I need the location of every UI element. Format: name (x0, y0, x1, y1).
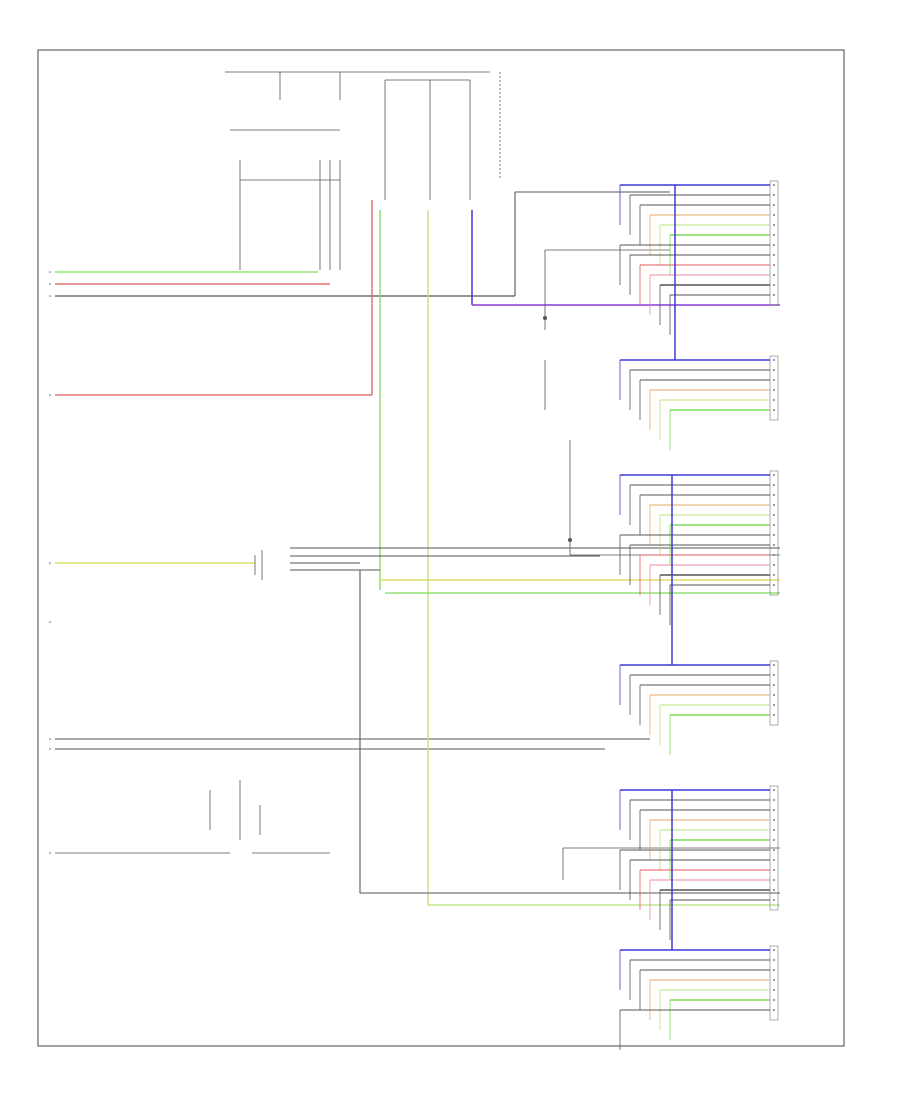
wire-end-dot (49, 394, 51, 396)
connector-pin (773, 474, 775, 476)
connector-pin (773, 514, 775, 516)
connector-pin (773, 584, 775, 586)
wire-end-dot (49, 562, 51, 564)
connector-pin (773, 989, 775, 991)
connector-pin (773, 254, 775, 256)
connector-pin (773, 484, 775, 486)
connector-pin (773, 789, 775, 791)
connector-pin (773, 959, 775, 961)
connector-pin (773, 399, 775, 401)
connector-pin (773, 274, 775, 276)
connector-housing (769, 180, 779, 306)
connector-block (619, 470, 779, 625)
left-wire-labels (49, 271, 51, 854)
connector-pin (773, 369, 775, 371)
connector-pin (773, 704, 775, 706)
connector-block (619, 945, 779, 1050)
wire-end-dot (49, 621, 51, 623)
connector-pin (773, 494, 775, 496)
connector-pin (773, 379, 775, 381)
connector-pin (773, 264, 775, 266)
connector-pin (773, 799, 775, 801)
connector-pin (773, 829, 775, 831)
diagram-frame (37, 49, 845, 1047)
connector-pin (773, 389, 775, 391)
connector-pin (773, 999, 775, 1001)
connector-pin (773, 819, 775, 821)
door-control-connectors (619, 180, 779, 1050)
connector-pin (773, 214, 775, 216)
wire-end-dot (49, 283, 51, 285)
connector-pin (773, 684, 775, 686)
connector-pin (773, 869, 775, 871)
connector-pin (773, 969, 775, 971)
connector-block (619, 785, 779, 940)
connector-pin (773, 194, 775, 196)
connector-pin (773, 544, 775, 546)
connector-housing (769, 470, 779, 596)
connector-pin (773, 564, 775, 566)
connector-pin (773, 574, 775, 576)
connector-pin (773, 234, 775, 236)
wire-end-dot (49, 852, 51, 854)
wire-end-dot (49, 271, 51, 273)
connector-pin (773, 184, 775, 186)
connector-pin (773, 504, 775, 506)
connector-pin (773, 714, 775, 716)
connector-pin (773, 809, 775, 811)
connector-pin (773, 224, 775, 226)
lower-switch (55, 780, 330, 854)
connector-pin (773, 889, 775, 891)
connector-pin (773, 879, 775, 881)
connector-pin (773, 849, 775, 851)
connector-pin (773, 524, 775, 526)
connector-housing (769, 785, 779, 911)
connector-pin (773, 859, 775, 861)
connector-pin (773, 409, 775, 411)
power-supply-section (225, 71, 501, 270)
connector-pin (773, 664, 775, 666)
connector-housing (769, 945, 779, 1021)
connector-pin (773, 534, 775, 536)
connector-pin (773, 949, 775, 951)
wire-end-dot (49, 738, 51, 740)
connector-pin (773, 674, 775, 676)
connector-pin (773, 1009, 775, 1011)
connector-pin (773, 839, 775, 841)
connector-pin (773, 694, 775, 696)
connector-pin (773, 244, 775, 246)
connector-block (619, 180, 779, 335)
connector-housing (769, 660, 779, 726)
connector-pin (773, 204, 775, 206)
connector-pin (773, 899, 775, 901)
connector-block (619, 660, 779, 755)
connector-pin (773, 979, 775, 981)
connector-housing (769, 355, 779, 421)
window-switch-connector (254, 547, 780, 580)
connector-pin (773, 294, 775, 296)
wire-end-dot (49, 748, 51, 750)
connector-pin (773, 284, 775, 286)
wire-end-dot (49, 295, 51, 297)
connector-block (619, 355, 779, 450)
connector-pin (773, 554, 775, 556)
harness-wires (55, 191, 780, 906)
connector-pin (773, 359, 775, 361)
